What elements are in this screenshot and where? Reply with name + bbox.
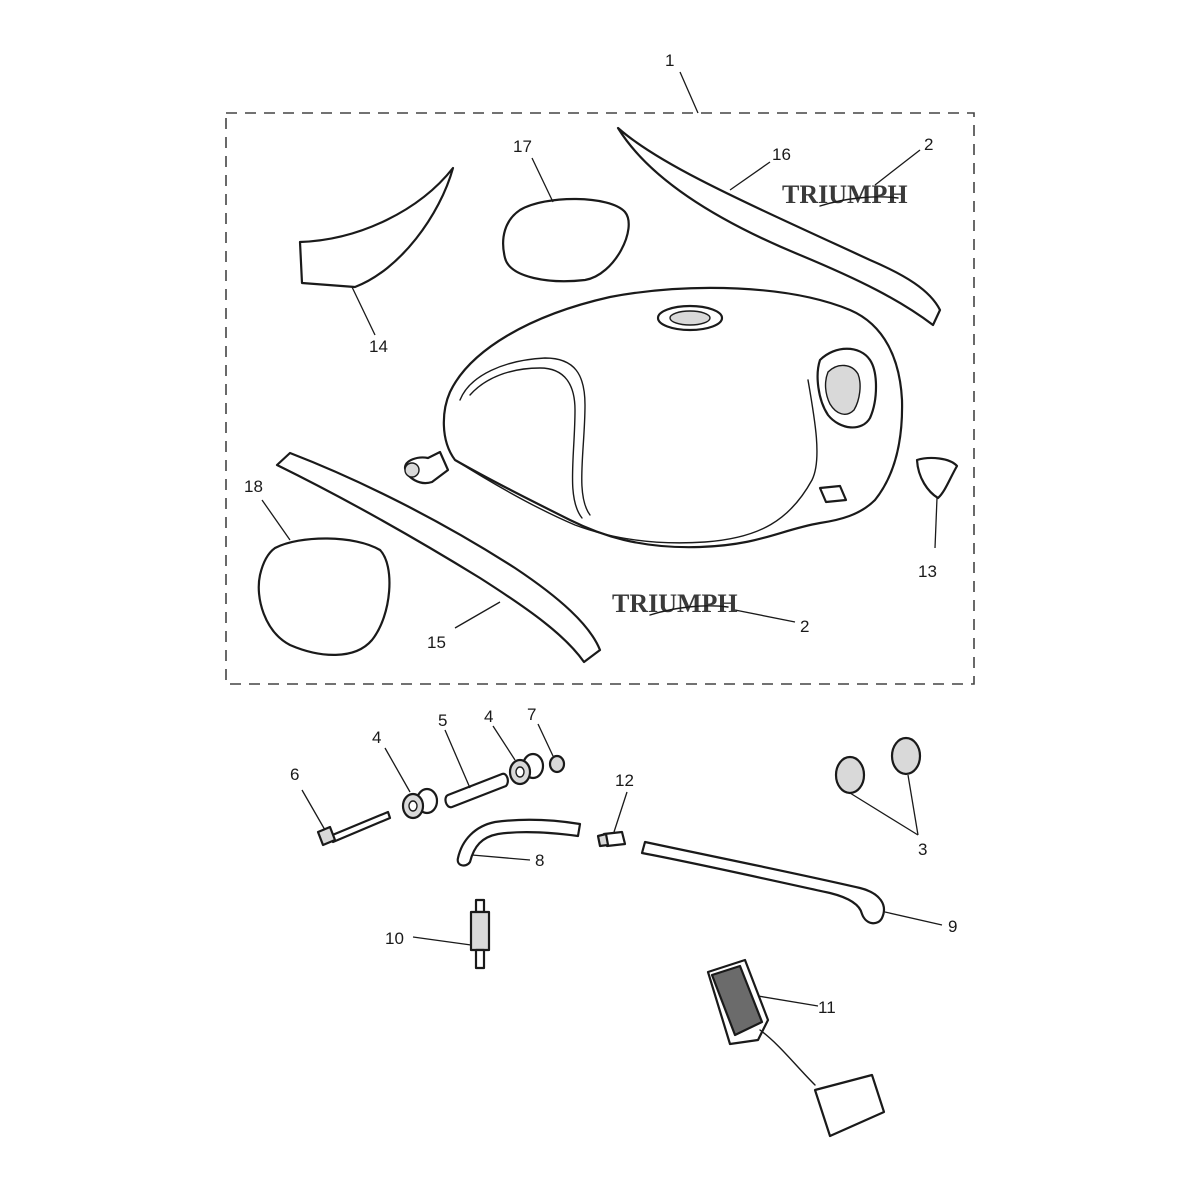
callout-16: 16 xyxy=(772,145,791,164)
part-4-grommet-right[interactable] xyxy=(508,752,545,786)
part-18-oval-decal[interactable] xyxy=(257,537,391,656)
callout-5: 5 xyxy=(438,711,447,730)
callout-18: 18 xyxy=(244,477,263,496)
callout-14: 14 xyxy=(369,337,388,356)
callout-10: 10 xyxy=(385,929,404,948)
callout-8: 8 xyxy=(535,851,544,870)
part-3-dampers[interactable] xyxy=(834,736,922,795)
part-8-short-hose[interactable] xyxy=(456,818,582,867)
part-2-logo-bottom[interactable]: TRIUMPH xyxy=(612,589,738,618)
part-9-long-hose[interactable] xyxy=(640,840,886,925)
callout-2-bottom: 2 xyxy=(800,617,809,636)
part-2-logo-top[interactable]: TRIUMPH xyxy=(782,180,908,209)
callout-13: 13 xyxy=(918,562,937,581)
callout-12: 12 xyxy=(615,771,634,790)
callout-7: 7 xyxy=(527,705,536,724)
callout-4-right: 4 xyxy=(484,707,493,726)
part-11-fuel-sender[interactable] xyxy=(706,958,886,1138)
part-10-fuel-filter[interactable] xyxy=(469,898,491,970)
callout-3: 3 xyxy=(918,840,927,859)
callout-9: 9 xyxy=(948,917,957,936)
part-7-nut[interactable] xyxy=(548,754,566,774)
part-17-oval-decal[interactable] xyxy=(502,197,630,283)
part-14-decal-left-strip[interactable] xyxy=(298,166,455,289)
logo-text-top: TRIUMPH xyxy=(782,180,908,209)
leader-lines xyxy=(261,71,943,1007)
callout-2-top: 2 xyxy=(924,135,933,154)
callout-15: 15 xyxy=(427,633,446,652)
part-5-spacer-tube[interactable] xyxy=(444,772,509,809)
callout-4-left: 4 xyxy=(372,728,381,747)
part-15-stripe-lower[interactable] xyxy=(275,451,602,664)
callout-6: 6 xyxy=(290,765,299,784)
part-16-stripe-top[interactable] xyxy=(616,126,942,327)
callout-11: 11 xyxy=(818,998,836,1017)
part-4-grommet-left[interactable] xyxy=(401,787,439,820)
part-6-bolt[interactable] xyxy=(316,810,392,847)
fuel-tank[interactable] xyxy=(403,286,904,549)
logo-text-bottom: TRIUMPH xyxy=(612,589,738,618)
callout-1: 1 xyxy=(665,51,674,70)
callout-17: 17 xyxy=(513,137,532,156)
part-13-patch[interactable] xyxy=(915,456,959,500)
callout-numbers: 1 2 16 17 14 13 18 15 2 6 4 5 4 7 12 3 8… xyxy=(244,51,957,1017)
part-12-connector[interactable] xyxy=(596,830,627,848)
kit-boundary xyxy=(225,112,975,685)
